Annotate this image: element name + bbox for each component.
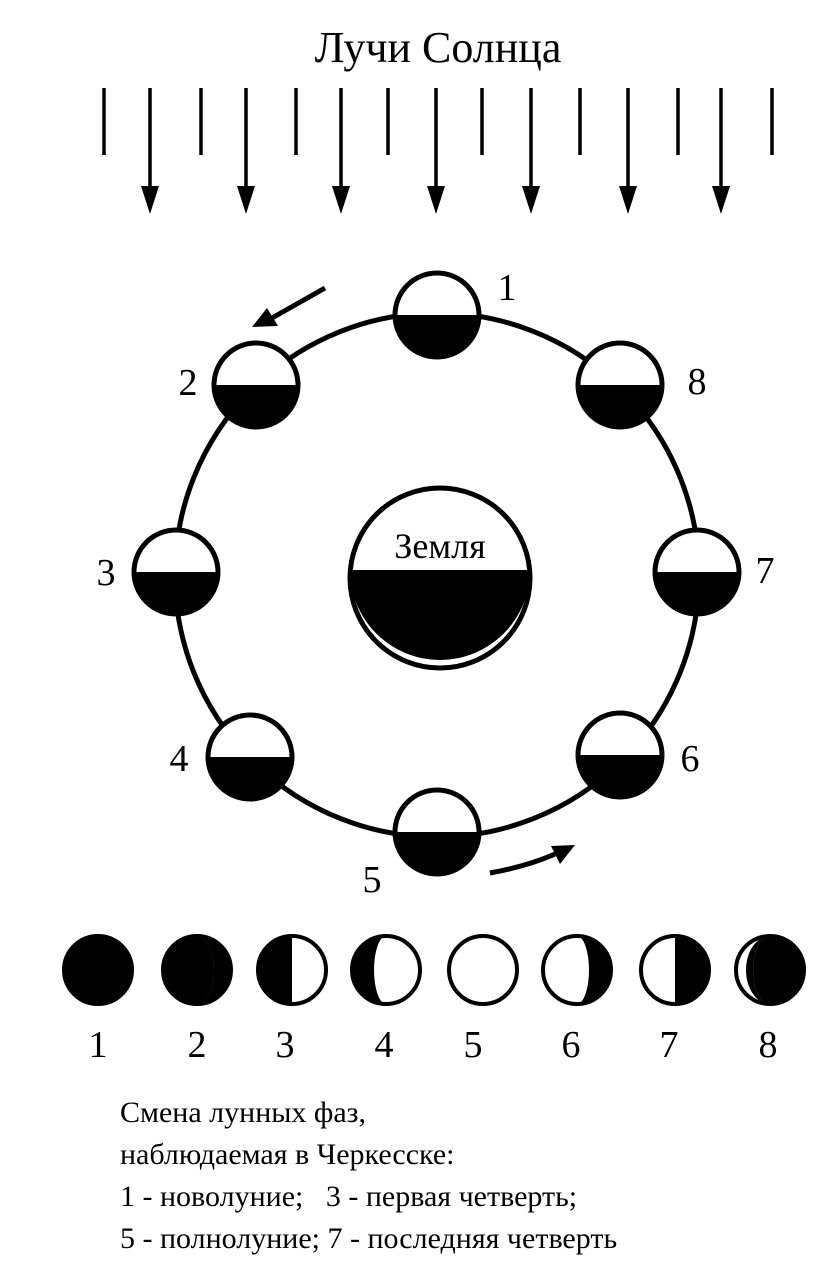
phase-number-2: 2 [188, 1024, 207, 1066]
caption-line-1: Смена лунных фаз, [120, 1096, 367, 1129]
orbit-arrow-bottom [489, 851, 557, 876]
phase-number-4: 4 [375, 1024, 394, 1066]
sun-ray-arrowheads [141, 186, 730, 214]
orbit-direction-arrows [252, 285, 575, 876]
earth-night-side [350, 570, 530, 660]
orbit-number-7: 7 [756, 550, 775, 592]
orbit-number-6: 6 [681, 738, 700, 780]
orbit-number-4: 4 [170, 738, 189, 780]
orbit-arrow-top [270, 285, 327, 321]
phase-number-5: 5 [464, 1024, 483, 1066]
orbit-arrow-top-head [252, 308, 278, 327]
orbit-moon-3 [131, 527, 221, 617]
earth-label: Земля [394, 526, 485, 566]
arrowhead [712, 186, 730, 214]
phase-3-first-quarter [256, 934, 328, 1006]
phase-7-last-quarter [639, 934, 711, 1006]
arrowhead [522, 186, 540, 214]
arrowhead [141, 186, 159, 214]
orbit-moon-5 [392, 787, 482, 877]
phase-4-gibbous [350, 934, 422, 1006]
orbit-number-1: 1 [498, 267, 517, 309]
orbit-moon-2 [211, 340, 301, 430]
phase-numbers: 1 2 3 4 5 6 7 8 [89, 1024, 778, 1066]
arrowhead [619, 186, 637, 214]
phase-number-8: 8 [759, 1024, 778, 1066]
orbit-number-5: 5 [363, 859, 382, 901]
orbit-moon-6 [575, 710, 665, 800]
orbit-moon-4 [205, 712, 295, 802]
caption: Смена лунных фаз, наблюдаемая в Черкесск… [120, 1092, 820, 1260]
phase-1-new-moon [62, 934, 134, 1006]
diagram-title: Лучи Солнца [315, 23, 562, 72]
orbit-number-8: 8 [688, 361, 707, 403]
phase-2-crescent [161, 934, 233, 1006]
sun-rays [102, 88, 774, 190]
arrowhead [427, 186, 445, 214]
orbit-number-3: 3 [97, 552, 116, 594]
caption-line-2: наблюдаемая в Черкесске: [120, 1138, 455, 1171]
orbit-numbers: 1 2 3 4 5 6 7 8 [97, 267, 775, 901]
phase-number-1: 1 [89, 1024, 108, 1066]
phase-number-6: 6 [562, 1024, 581, 1066]
earth: Земля [347, 485, 533, 671]
phase-8-crescent [734, 934, 806, 1006]
arrowhead [332, 186, 350, 214]
phase-row [62, 934, 806, 1006]
caption-line-4: 5 - полнолуние; 7 - последняя четверть [120, 1222, 618, 1255]
orbit-moon-7 [652, 527, 742, 617]
orbit-moon-8 [575, 340, 665, 430]
phase-6-gibbous [541, 934, 613, 1006]
caption-line-3: 1 - новолуние; 3 - первая четверть; [120, 1180, 578, 1213]
phase-number-7: 7 [660, 1024, 679, 1066]
orbit-arrow-bottom-head [551, 845, 575, 864]
orbit-moon-1 [392, 270, 482, 360]
phase-5-full-moon [447, 934, 519, 1006]
phase-number-3: 3 [276, 1024, 295, 1066]
orbit-number-2: 2 [179, 362, 198, 404]
arrowhead [237, 186, 255, 214]
